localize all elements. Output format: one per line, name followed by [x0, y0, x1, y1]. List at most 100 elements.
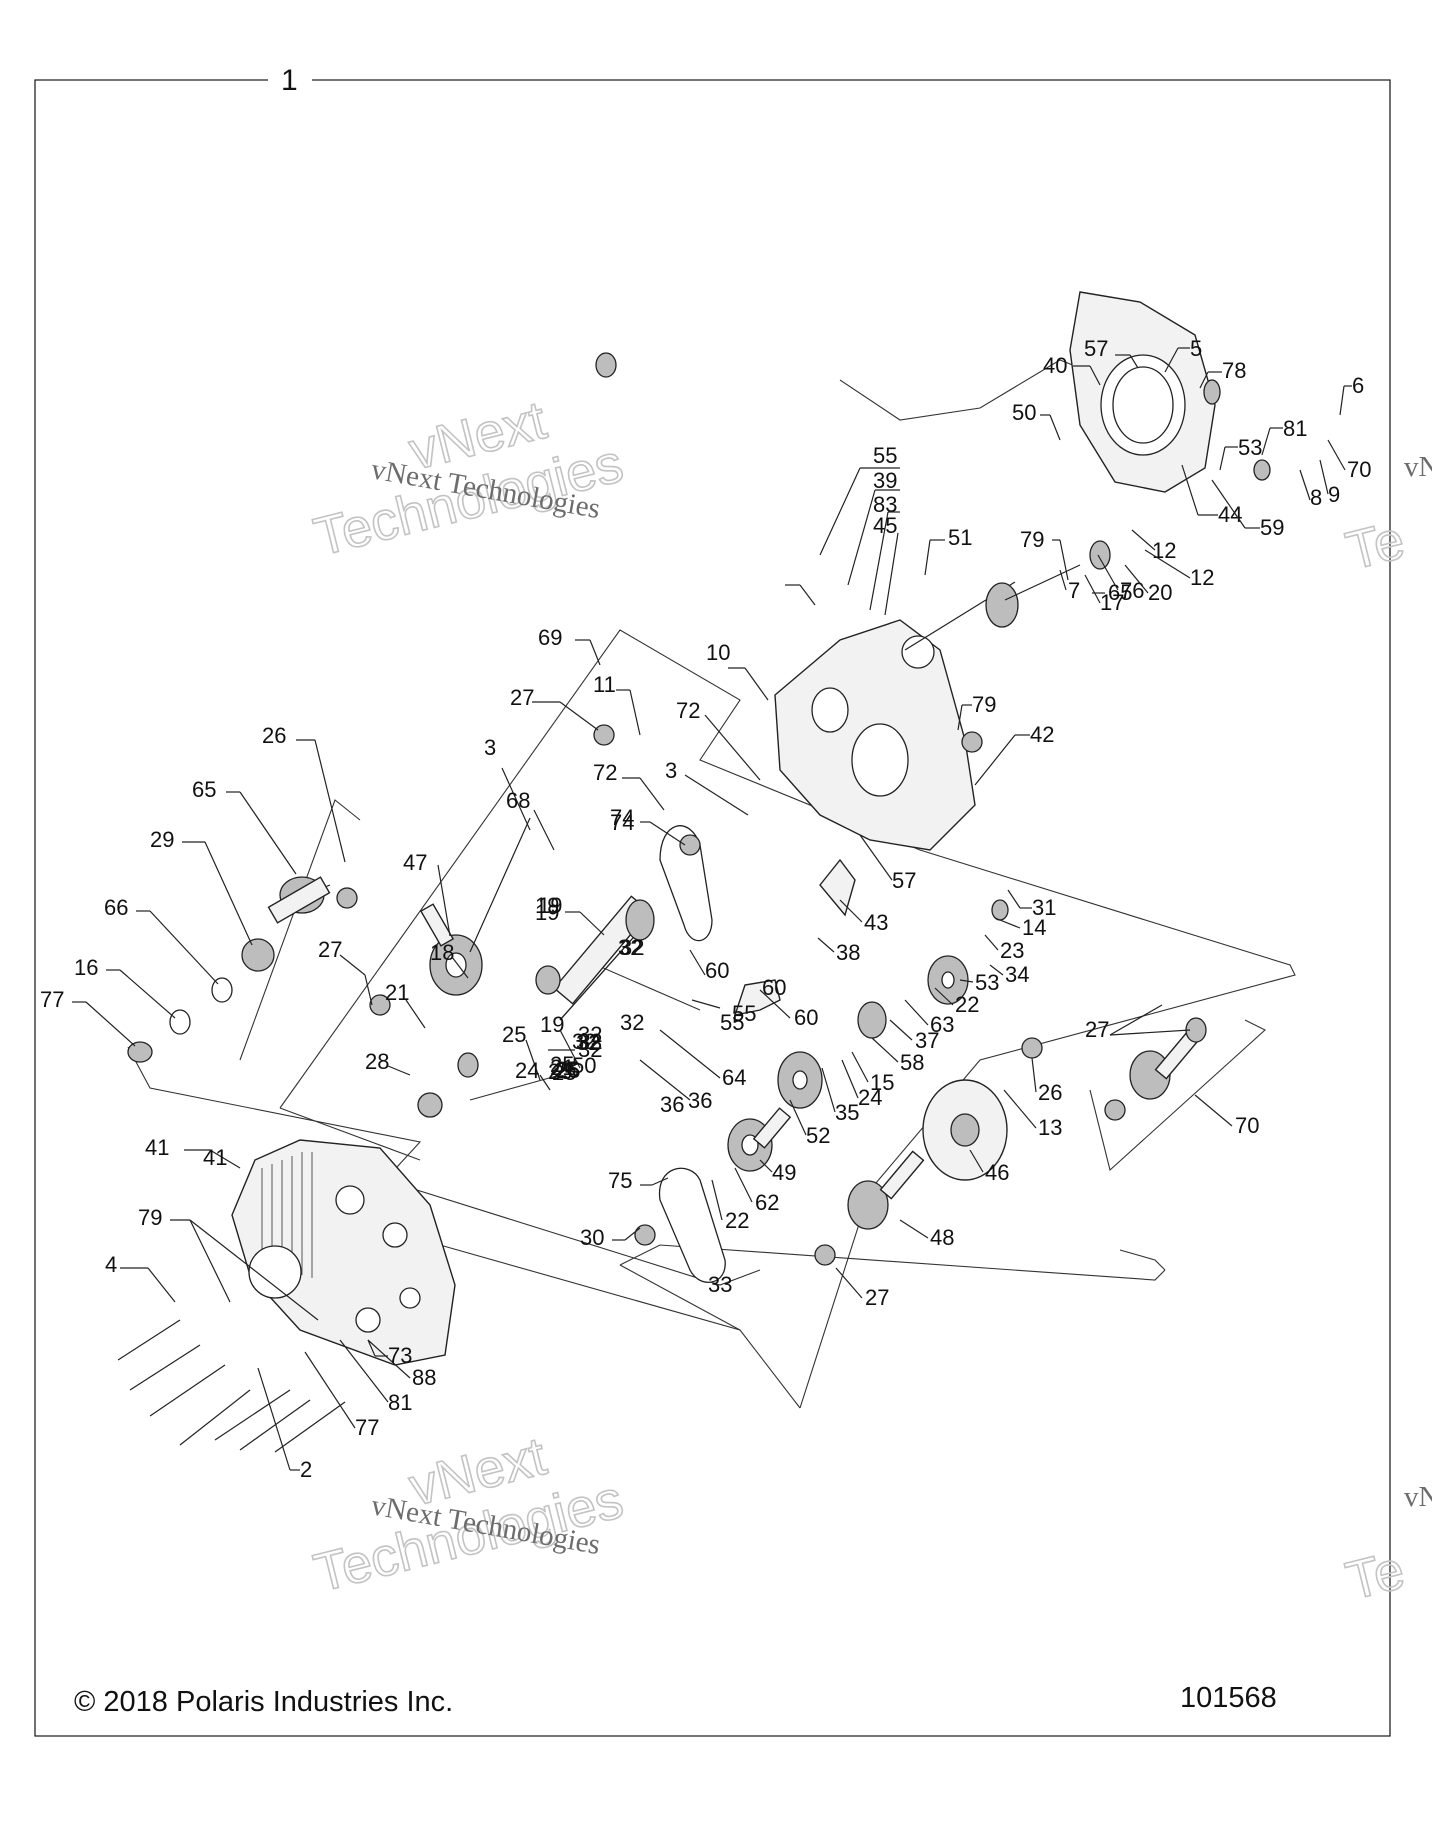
callout-label: 6 — [1352, 373, 1364, 398]
callout-label: 63 — [930, 1012, 954, 1037]
callout-label: 25 — [556, 1058, 580, 1083]
figure-number: 101568 — [1180, 1682, 1277, 1714]
callout-label: 32 — [578, 1029, 602, 1054]
gear-52 — [777, 1051, 823, 1109]
callout-label: 32 — [578, 1022, 602, 1047]
callout-label: 48 — [930, 1225, 954, 1250]
callout-label: 81 — [1283, 416, 1307, 441]
callout-label: 50 — [572, 1053, 596, 1078]
callout-label: 55 — [873, 443, 897, 468]
gear-48 — [847, 1150, 925, 1230]
callout-label: 32 — [572, 1029, 596, 1054]
callout-label: 27 — [318, 937, 342, 962]
callout-label: 5 — [1190, 336, 1202, 361]
callout-label: 19 — [538, 893, 562, 918]
callout-label: 19 — [540, 1012, 564, 1037]
callout-label: 27 — [510, 685, 534, 710]
callout-label: 42 — [1030, 722, 1054, 747]
callout-label: 70 — [1235, 1113, 1259, 1138]
callout-label: 2 — [300, 1457, 312, 1482]
callout-label: 15 — [870, 1070, 894, 1095]
callout-label: 53 — [975, 970, 999, 995]
callout-label: 68 — [506, 788, 530, 813]
main-case-42 — [774, 581, 1016, 851]
callout-label: 25 — [502, 1022, 526, 1047]
gear-53 — [927, 955, 969, 1005]
callout-label: 21 — [550, 1055, 574, 1080]
callout-labels: 26 65 29 66 16 77 47 3 68 27 18 21 28 25 — [40, 336, 1371, 1482]
callout-label: 20 — [1148, 580, 1172, 605]
callout-label: 76 — [1120, 578, 1144, 603]
callout-label: 25 — [555, 1057, 579, 1082]
diagram-frame — [34, 79, 1391, 1737]
callout-label: 23 — [1000, 938, 1024, 963]
callout-label: 10 — [706, 640, 730, 665]
callout-label: 55 — [732, 1001, 756, 1026]
callout-label: 59 — [1260, 515, 1284, 540]
callout-label: 57 — [892, 868, 916, 893]
gear-46 — [922, 1079, 1008, 1181]
callout-label: 3 — [484, 735, 496, 760]
callout-label: 79 — [1020, 527, 1044, 552]
callout-label: 57 — [1084, 336, 1108, 361]
callout-label: 3 — [665, 758, 677, 783]
watermark-text: vN — [1404, 1481, 1432, 1513]
callout-label: 26 — [1038, 1080, 1062, 1105]
callout-label: 33 — [708, 1272, 732, 1297]
gear-49 — [727, 1107, 792, 1172]
callout-label: 11 — [593, 672, 616, 697]
callout-label: 35 — [835, 1100, 859, 1125]
callout-label: 19 — [535, 900, 559, 925]
callout-label: 24 — [858, 1085, 882, 1110]
callout-label: 16 — [74, 955, 98, 980]
callout-label: 21 — [385, 980, 409, 1005]
callout-label: 77 — [355, 1415, 379, 1440]
callout-label: 51 — [948, 525, 972, 550]
callout-label: 53 — [1238, 435, 1262, 460]
callout-label: 49 — [772, 1160, 796, 1185]
callout-label: 47 — [403, 850, 427, 875]
callout-label: 41 — [145, 1135, 169, 1160]
callout-label: 30 — [580, 1225, 604, 1250]
callout-label: 8 — [1310, 485, 1322, 510]
callout-label: 60 — [762, 975, 786, 1000]
callout-label: 25 — [550, 1052, 574, 1077]
callout-label: 65 — [192, 777, 216, 802]
callout-label: 69 — [538, 625, 562, 650]
watermark-upper: vNext Technologies vNext Technologies — [308, 389, 630, 568]
callout-label: 66 — [104, 895, 128, 920]
callout-label: 27 — [1085, 1017, 1109, 1042]
callout-label: 65 — [1108, 580, 1132, 605]
callout-label: 17 — [1100, 590, 1124, 615]
callout-label: 43 — [864, 910, 888, 935]
callout-label: 24 — [515, 1058, 539, 1083]
callout-label: 83 — [873, 492, 897, 517]
callout-label: 74 — [610, 805, 634, 830]
main-shaft-19 — [553, 895, 655, 1021]
callout-label: 55 — [720, 1010, 744, 1035]
callout-label: 62 — [755, 1190, 779, 1215]
copyright-notice: © 2018 Polaris Industries Inc. — [74, 1686, 454, 1718]
watermark-right-edge: vN Te vN Te — [1340, 451, 1432, 1612]
callout-label: 9 — [1328, 482, 1340, 507]
callout-label: 38 — [836, 940, 860, 965]
callout-label: 37 — [915, 1028, 939, 1053]
callout-label: 32 — [620, 935, 644, 960]
callout-label: 12 — [1190, 565, 1214, 590]
callout-label: 79 — [972, 692, 996, 717]
seal-rings — [127, 352, 1271, 1266]
callout-label: 39 — [873, 468, 897, 493]
gear-47 — [419, 817, 531, 996]
callout-label: 41 — [203, 1145, 227, 1170]
watermark-text: vN — [1404, 451, 1432, 483]
gear-65-shaft — [985, 540, 1111, 628]
watermark-text: Te — [1340, 510, 1410, 582]
callout-label: 29 — [150, 827, 174, 852]
shaft-66 — [267, 876, 331, 924]
callout-label: 75 — [608, 1168, 632, 1193]
callout-label: 60 — [794, 1005, 818, 1030]
callout-label: 72 — [593, 760, 617, 785]
callout-label: 46 — [985, 1160, 1009, 1185]
gear-70-assembly — [1129, 1017, 1207, 1100]
callout-label: 50 — [1012, 400, 1036, 425]
